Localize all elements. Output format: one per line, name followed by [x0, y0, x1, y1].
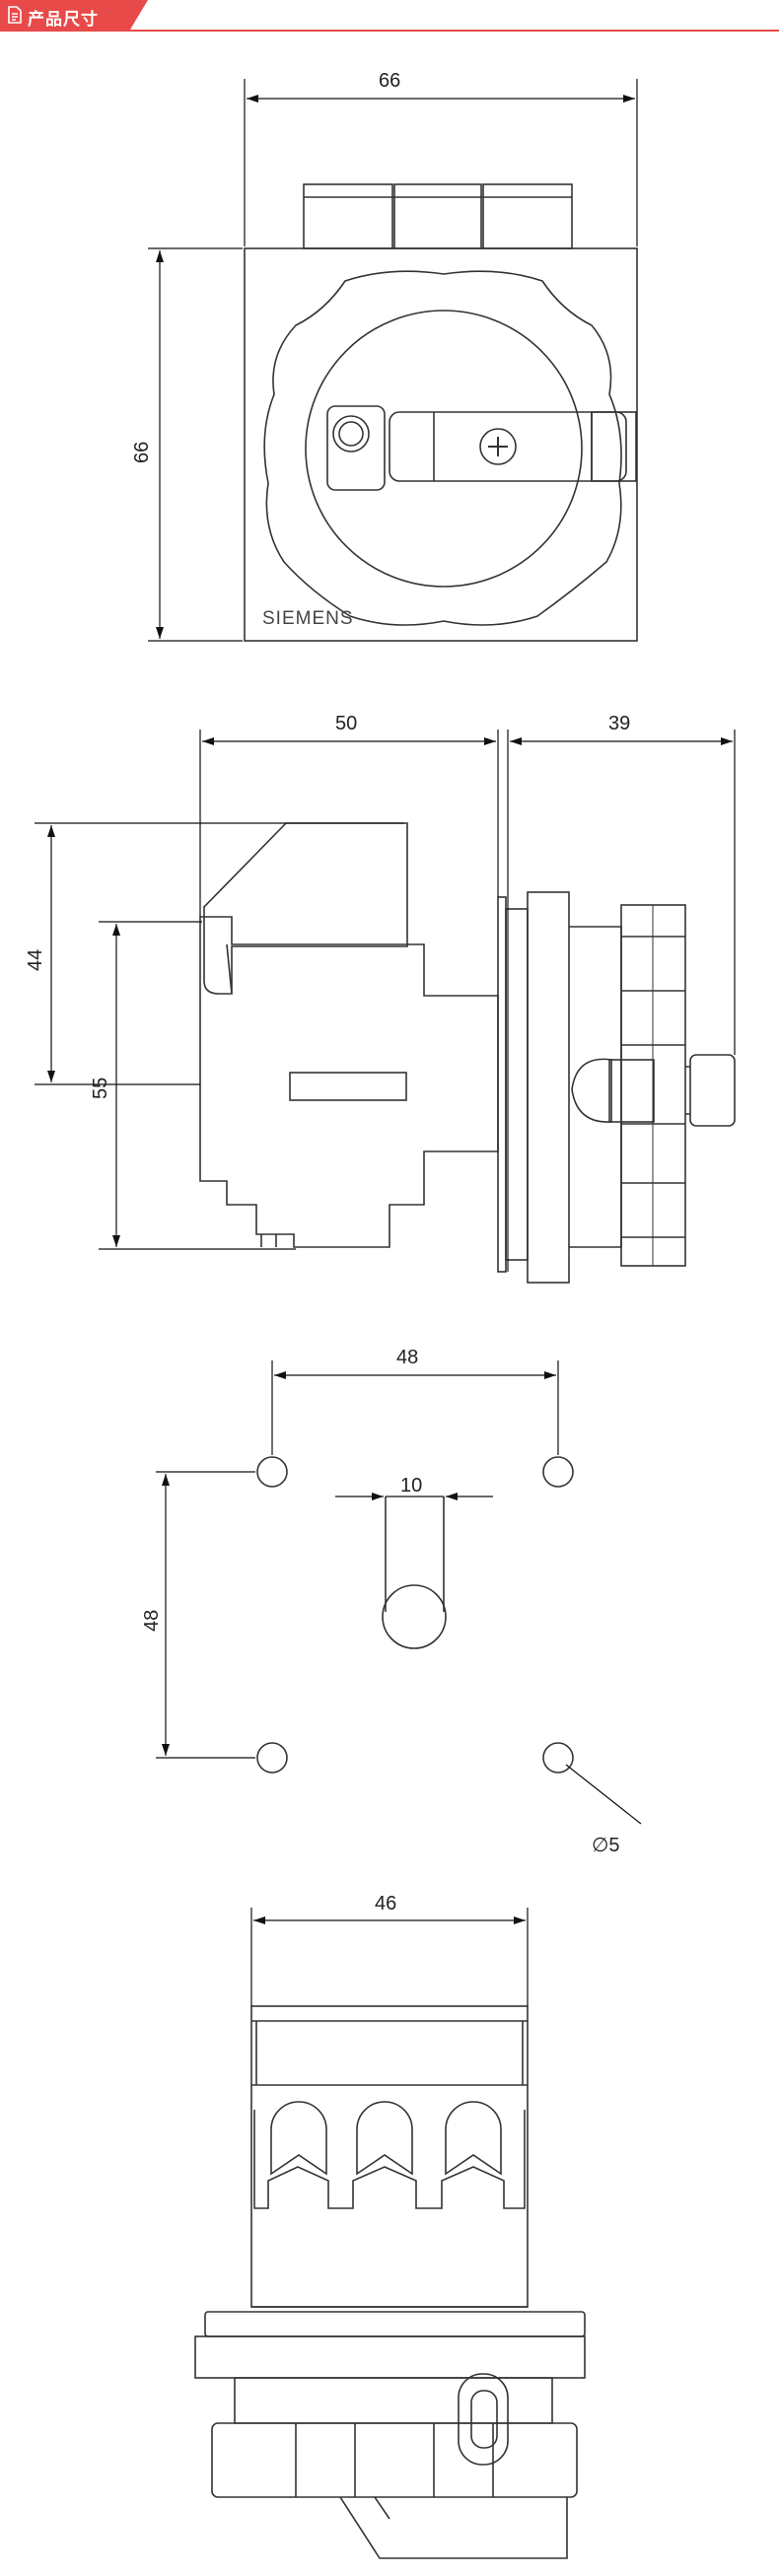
- side-handle: [571, 1058, 612, 1123]
- side-handle-tip: [689, 1054, 736, 1127]
- front-knob-inner-ring: [305, 310, 583, 588]
- mount-hole-diameter-label: ∅5: [592, 1835, 620, 1856]
- mount-hole-top-right: [542, 1456, 574, 1488]
- front-handle-screw: [479, 428, 517, 465]
- side-body-width-label: 50: [335, 713, 357, 734]
- side-dimensions: [35, 730, 736, 1272]
- side-mount-plate-2: [505, 908, 529, 1261]
- section-header-tab: 产品尺寸: [0, 0, 148, 30]
- front-handle: [389, 411, 627, 482]
- side-view: [199, 822, 736, 1284]
- bottom-handle-clip: [458, 2373, 509, 2466]
- front-view: [244, 183, 638, 642]
- front-terminal-blocks: [303, 183, 573, 249]
- mount-hole-bottom-right: [542, 1742, 574, 1774]
- side-upper-block: [203, 822, 408, 995]
- bottom-view: [194, 2005, 586, 2559]
- mount-shaft: [382, 1584, 447, 1649]
- side-label-plate: [289, 1072, 407, 1101]
- document-icon: [8, 6, 22, 24]
- mount-hole-top-left: [256, 1456, 288, 1488]
- bottom-knob: [211, 2422, 578, 2498]
- side-mount-plate-3: [527, 891, 570, 1284]
- mount-hole-bottom-left: [256, 1742, 288, 1774]
- section-header: 产品尺寸: [0, 0, 779, 34]
- front-width-label: 66: [379, 70, 400, 92]
- bottom-terminal-slots: [253, 2101, 526, 2209]
- front-dimensions: [148, 79, 638, 642]
- bottom-terminal-housing: [250, 2005, 529, 2308]
- bottom-width-label: 46: [375, 1893, 396, 1915]
- front-lock-recess: [326, 405, 386, 491]
- side-mount-plate-1: [497, 896, 507, 1273]
- front-height-label: 66: [131, 442, 153, 463]
- side-upper-height-label: 44: [25, 949, 46, 971]
- front-lock-hole: [332, 415, 370, 453]
- mount-shaft-width-label: 10: [400, 1475, 422, 1497]
- mount-spacing-x-label: 48: [396, 1347, 418, 1368]
- front-brand-logo: SIEMENS: [262, 608, 354, 629]
- section-title: 产品尺寸: [28, 10, 99, 29]
- section-header-underline: [0, 30, 779, 32]
- mounting-dimensions: [156, 1360, 642, 1825]
- mount-spacing-y-label: 48: [141, 1610, 163, 1632]
- bottom-mount-plate-top: [204, 2311, 586, 2337]
- mount-shaft-slot: [385, 1497, 445, 1612]
- bottom-mount-plate: [194, 2335, 586, 2379]
- front-knob: [263, 270, 622, 626]
- front-housing: [244, 247, 638, 642]
- side-body: [199, 916, 499, 1248]
- side-handle-depth-label: 39: [608, 713, 630, 734]
- side-lower-height-label: 55: [90, 1078, 111, 1099]
- mounting-view: [256, 1456, 574, 1774]
- bottom-dimensions: [250, 1908, 529, 2006]
